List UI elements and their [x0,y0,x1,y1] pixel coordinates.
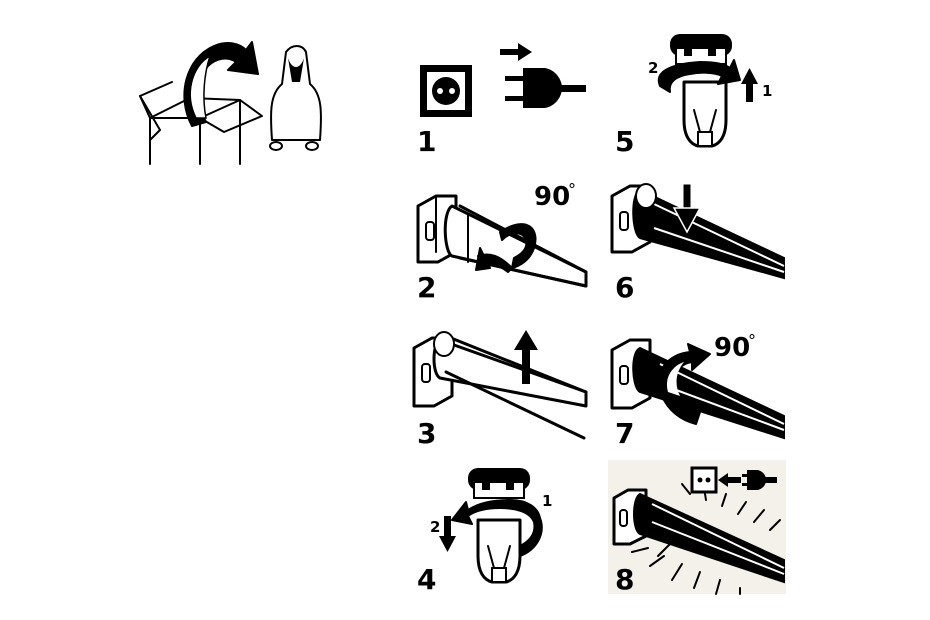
unpack-arrow-icon [183,41,259,127]
packaged-lamp-icon [269,45,322,151]
step-1-number: 1 [417,125,436,158]
step-7-number: 7 [615,417,634,450]
plug-in-icon [690,466,777,494]
step-3-panel: 3 [412,330,588,450]
lift-up-arrow-icon [514,330,538,384]
step-2-panel: 90 ° 2 [416,180,588,304]
step-8-number: 8 [615,563,634,596]
fluorescent-tube-icon [432,331,588,440]
unplugged-plug-icon [505,68,586,108]
step-6-number: 6 [615,271,634,304]
light-rays-icon [631,483,781,595]
starter-cap-icon [670,34,732,65]
step-3-number: 3 [417,417,436,450]
rotate-arrow-icon [475,223,537,273]
step-6-panel: 6 [610,183,785,304]
fluorescent-tube-icon [632,183,785,280]
step-4-number: 4 [417,563,436,596]
push-down-arrow-icon [672,183,702,234]
step-8-panel: 8 [608,460,786,596]
step-5-sub-1: 1 [762,82,772,100]
starter-cap-icon [468,468,530,499]
step-4-sub-2: 2 [430,518,440,536]
lift-arrow-icon [741,68,758,102]
twist-arrow-icon [657,59,741,93]
rotate-arrow-icon [657,343,711,425]
step-7-panel: 90 ° 7 [610,331,785,450]
power-socket-icon [420,65,472,117]
step-7-degree-symbol: ° [748,331,756,350]
unpack-illustration [139,41,322,165]
step-2-angle: 90 [534,182,570,212]
push-down-arrow-icon [439,516,456,552]
fluorescent-tube-icon [443,204,588,288]
step-7-angle: 90 [714,333,750,363]
fluorescent-tube-icon [632,346,785,440]
step-1-panel: 1 [417,43,586,158]
step-5-sub-2: 2 [648,59,658,77]
fluorescent-tube-icon [633,492,785,584]
step-5-panel: 2 1 5 [615,34,772,158]
step-4-sub-1: 1 [542,492,552,510]
step-2-number: 2 [417,271,436,304]
unplug-arrow-icon [500,43,532,61]
step-5-number: 5 [615,125,634,158]
lamp-holder-icon [476,518,522,584]
lamp-holder-icon [682,80,728,148]
step-4-panel: 2 1 4 [417,468,552,596]
twist-arrow-icon [451,499,543,557]
step-2-degree-symbol: ° [568,180,576,199]
